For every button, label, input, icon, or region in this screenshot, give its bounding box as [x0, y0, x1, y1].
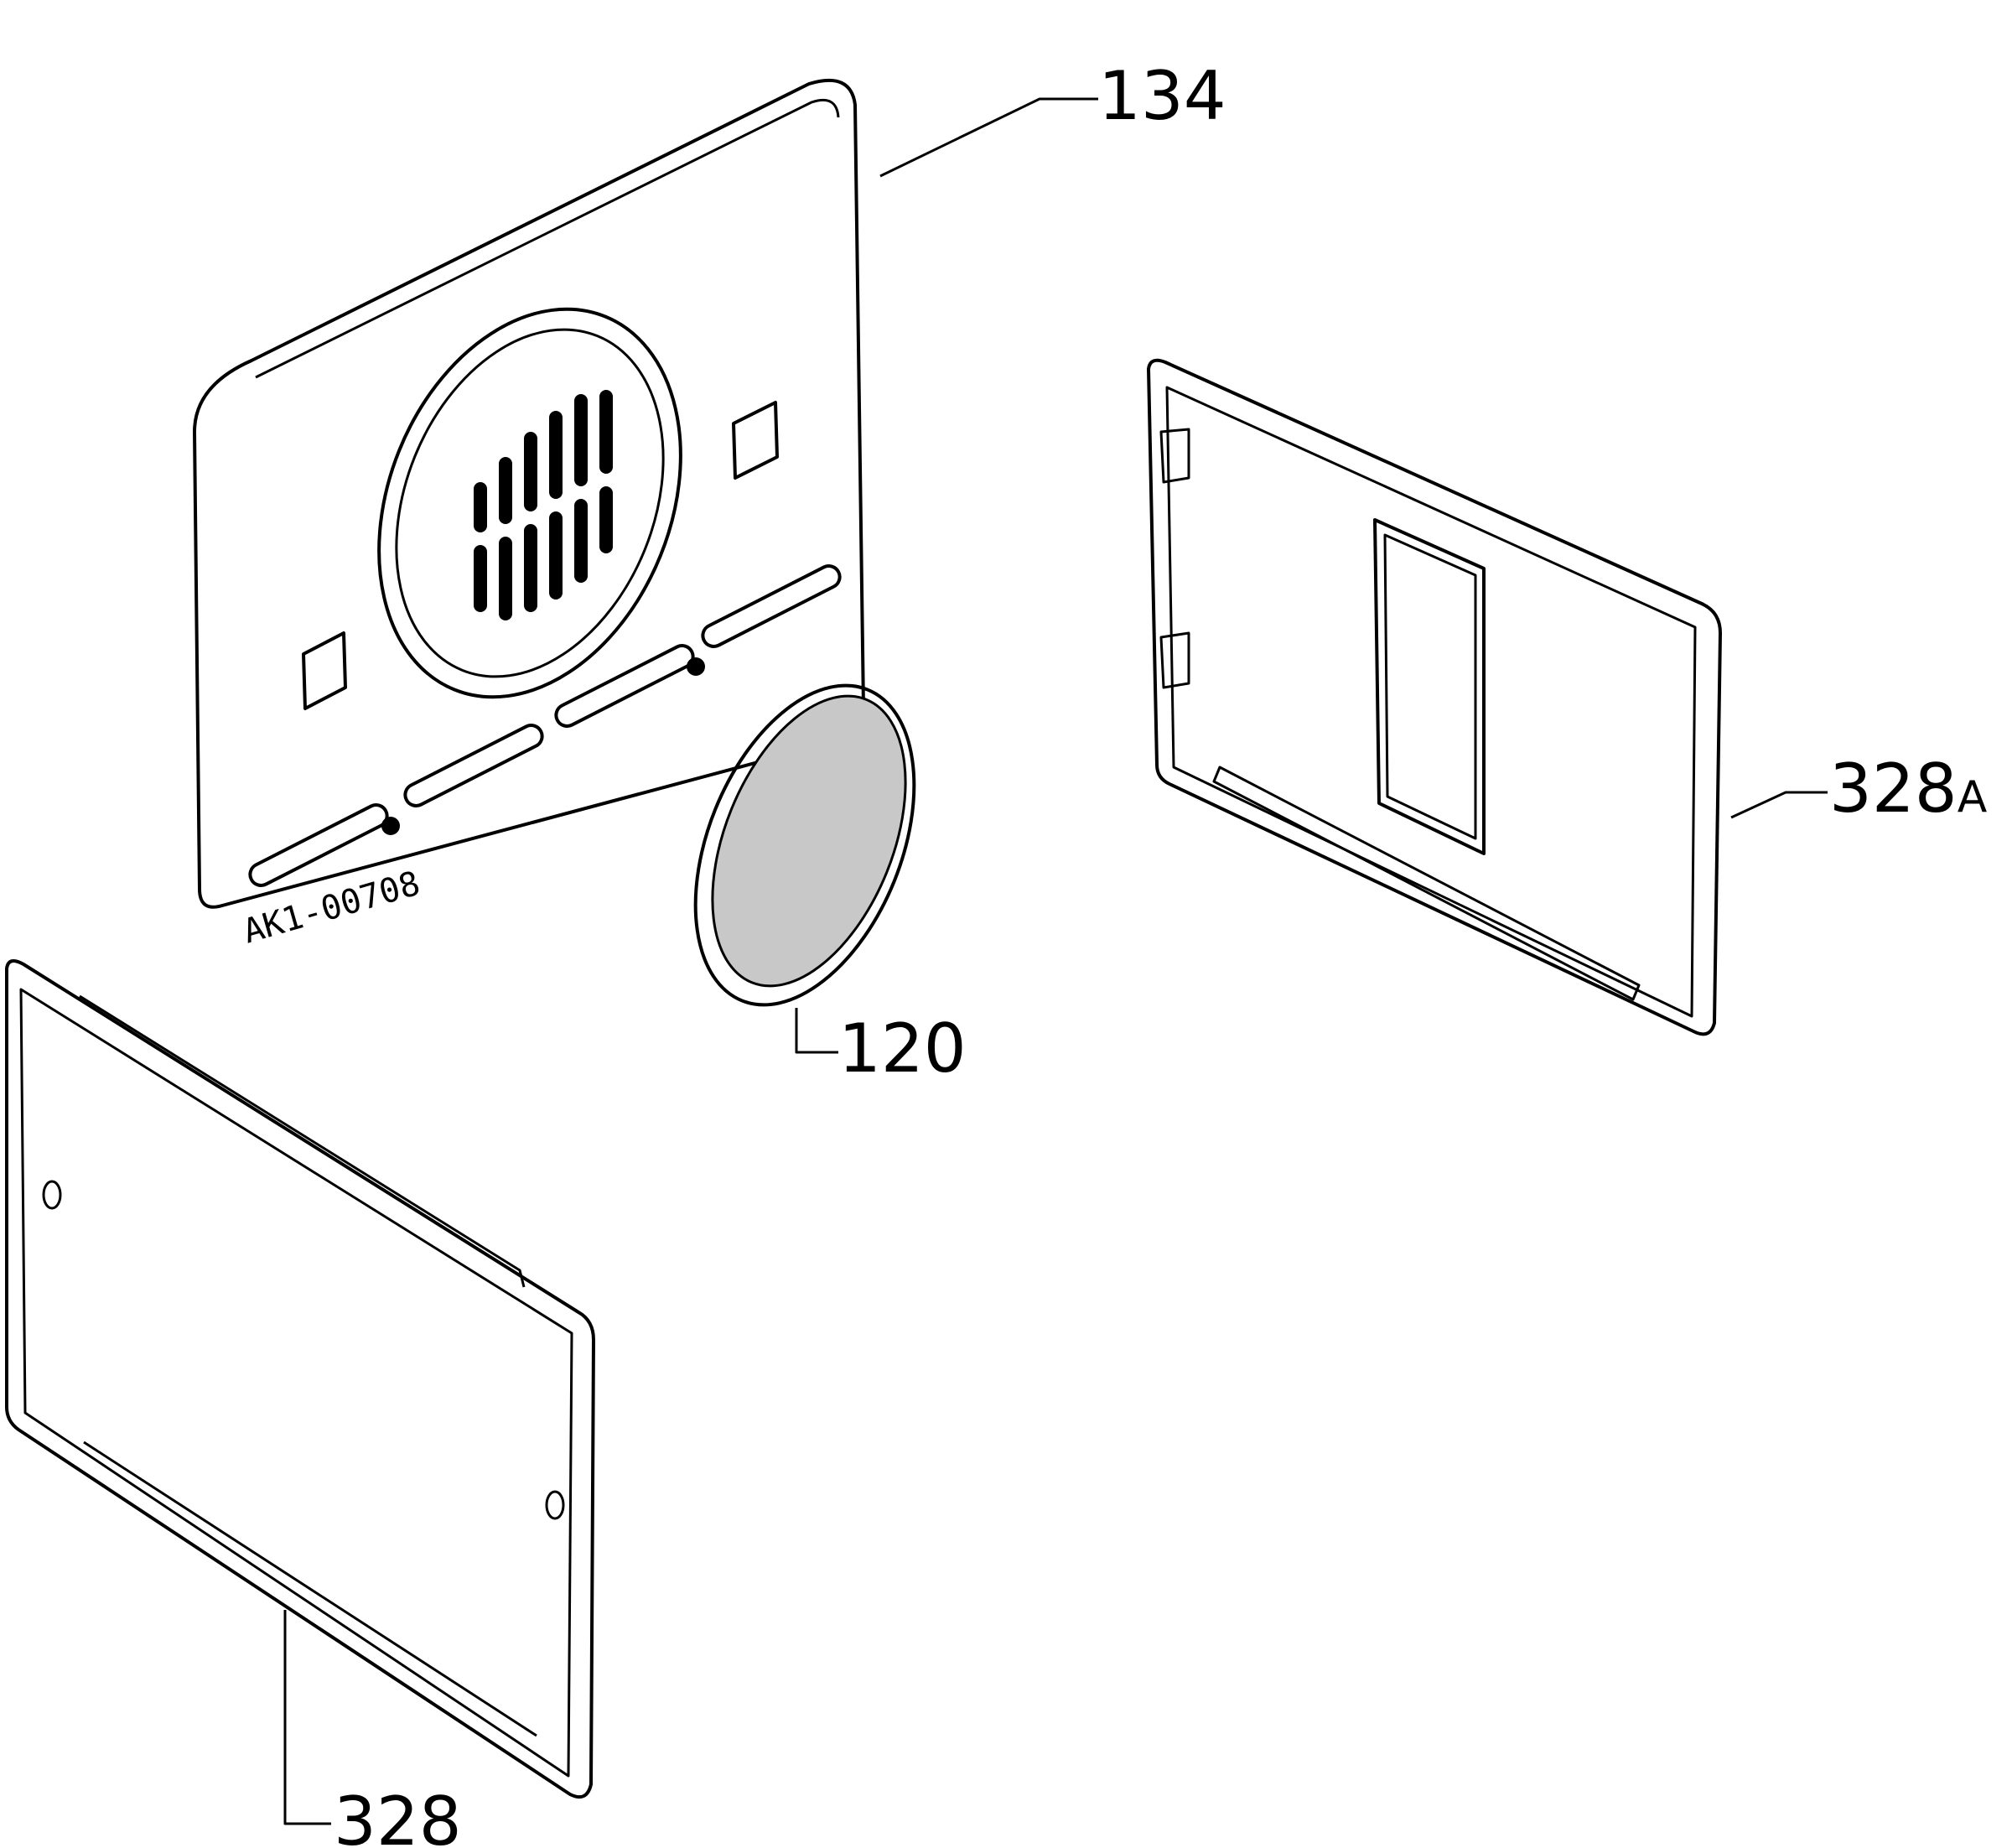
part-328-glass-plate: [5, 959, 595, 1799]
callout-328a: 328A: [1829, 750, 1988, 828]
callout-328: 328: [334, 1783, 462, 1848]
part-120-round-filter: [693, 683, 916, 1007]
callout-120: 120: [838, 1010, 967, 1088]
panel-slots: [248, 564, 842, 887]
fan-grille-slots: [474, 390, 613, 620]
leader-lines: [283, 97, 1828, 1825]
callout-328a-suffix: A: [1958, 772, 1988, 823]
callout-328a-number: 328: [1829, 750, 1958, 828]
part-328a-glass-plate: [1147, 358, 1722, 1036]
callout-134: 134: [1098, 57, 1226, 135]
part-134-back-panel: [193, 78, 865, 909]
